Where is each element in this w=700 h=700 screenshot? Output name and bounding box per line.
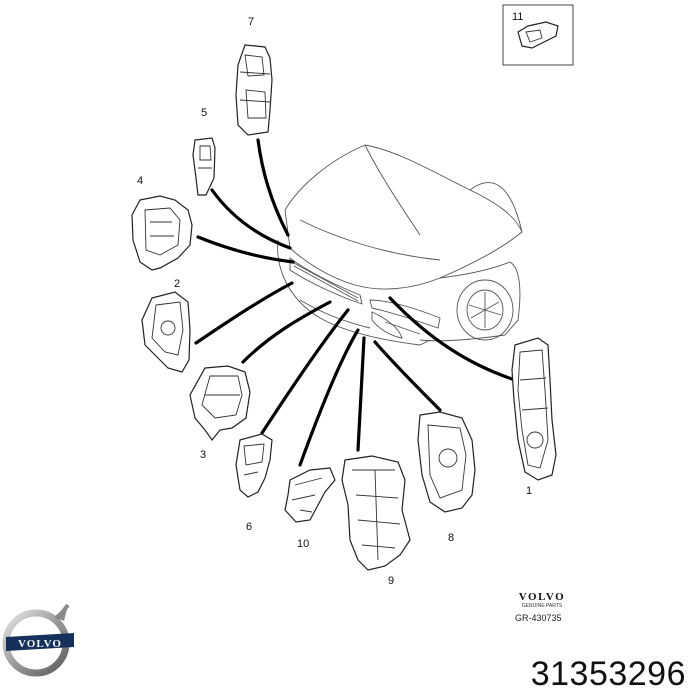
leader-6 [260,308,350,435]
leader-9 [356,336,366,452]
leader-3 [241,300,332,364]
part-11-inset [502,4,574,66]
leader-7 [256,138,290,237]
reference-brand: VOLVO [518,591,566,603]
callout-labels: 1 2 3 4 5 6 7 8 9 10 11 [137,11,532,587]
leader-8 [373,340,442,412]
part-7 [235,44,273,136]
part-4 [131,195,193,271]
part-1 [511,337,557,481]
part-3 [189,365,251,442]
leader-lines [194,138,517,467]
leader-4 [196,235,295,264]
callout-7: 7 [248,16,254,28]
part-5 [192,137,216,196]
reference-code: GR-430735 [515,613,562,623]
part-9 [341,455,411,571]
callout-5: 5 [201,107,207,119]
callout-11: 11 [512,11,523,23]
logo-text: VOLVO [18,638,62,650]
part-number: 31353296 [530,655,686,693]
part-6 [235,433,273,498]
callout-6: 6 [246,521,252,533]
volvo-logo: VOLVO [2,603,74,677]
callout-1: 1 [526,485,532,497]
car-front-illustration [277,144,523,346]
part-2 [141,291,191,373]
callout-10: 10 [297,538,309,550]
part-8 [417,411,476,513]
reference-brand-block: VOLVO GENUINE PARTS [512,591,572,610]
leader-2 [194,281,294,345]
callout-4: 4 [137,175,143,187]
leader-1 [388,296,517,382]
callout-3: 3 [200,449,206,461]
reference-subtitle: GENUINE PARTS [521,603,563,609]
leader-5 [210,188,292,250]
leader-10 [298,328,360,467]
part-10 [284,467,336,523]
callout-9: 9 [388,575,394,587]
callout-8: 8 [448,532,454,544]
clip-icon [517,21,559,49]
callout-2: 2 [174,278,180,290]
